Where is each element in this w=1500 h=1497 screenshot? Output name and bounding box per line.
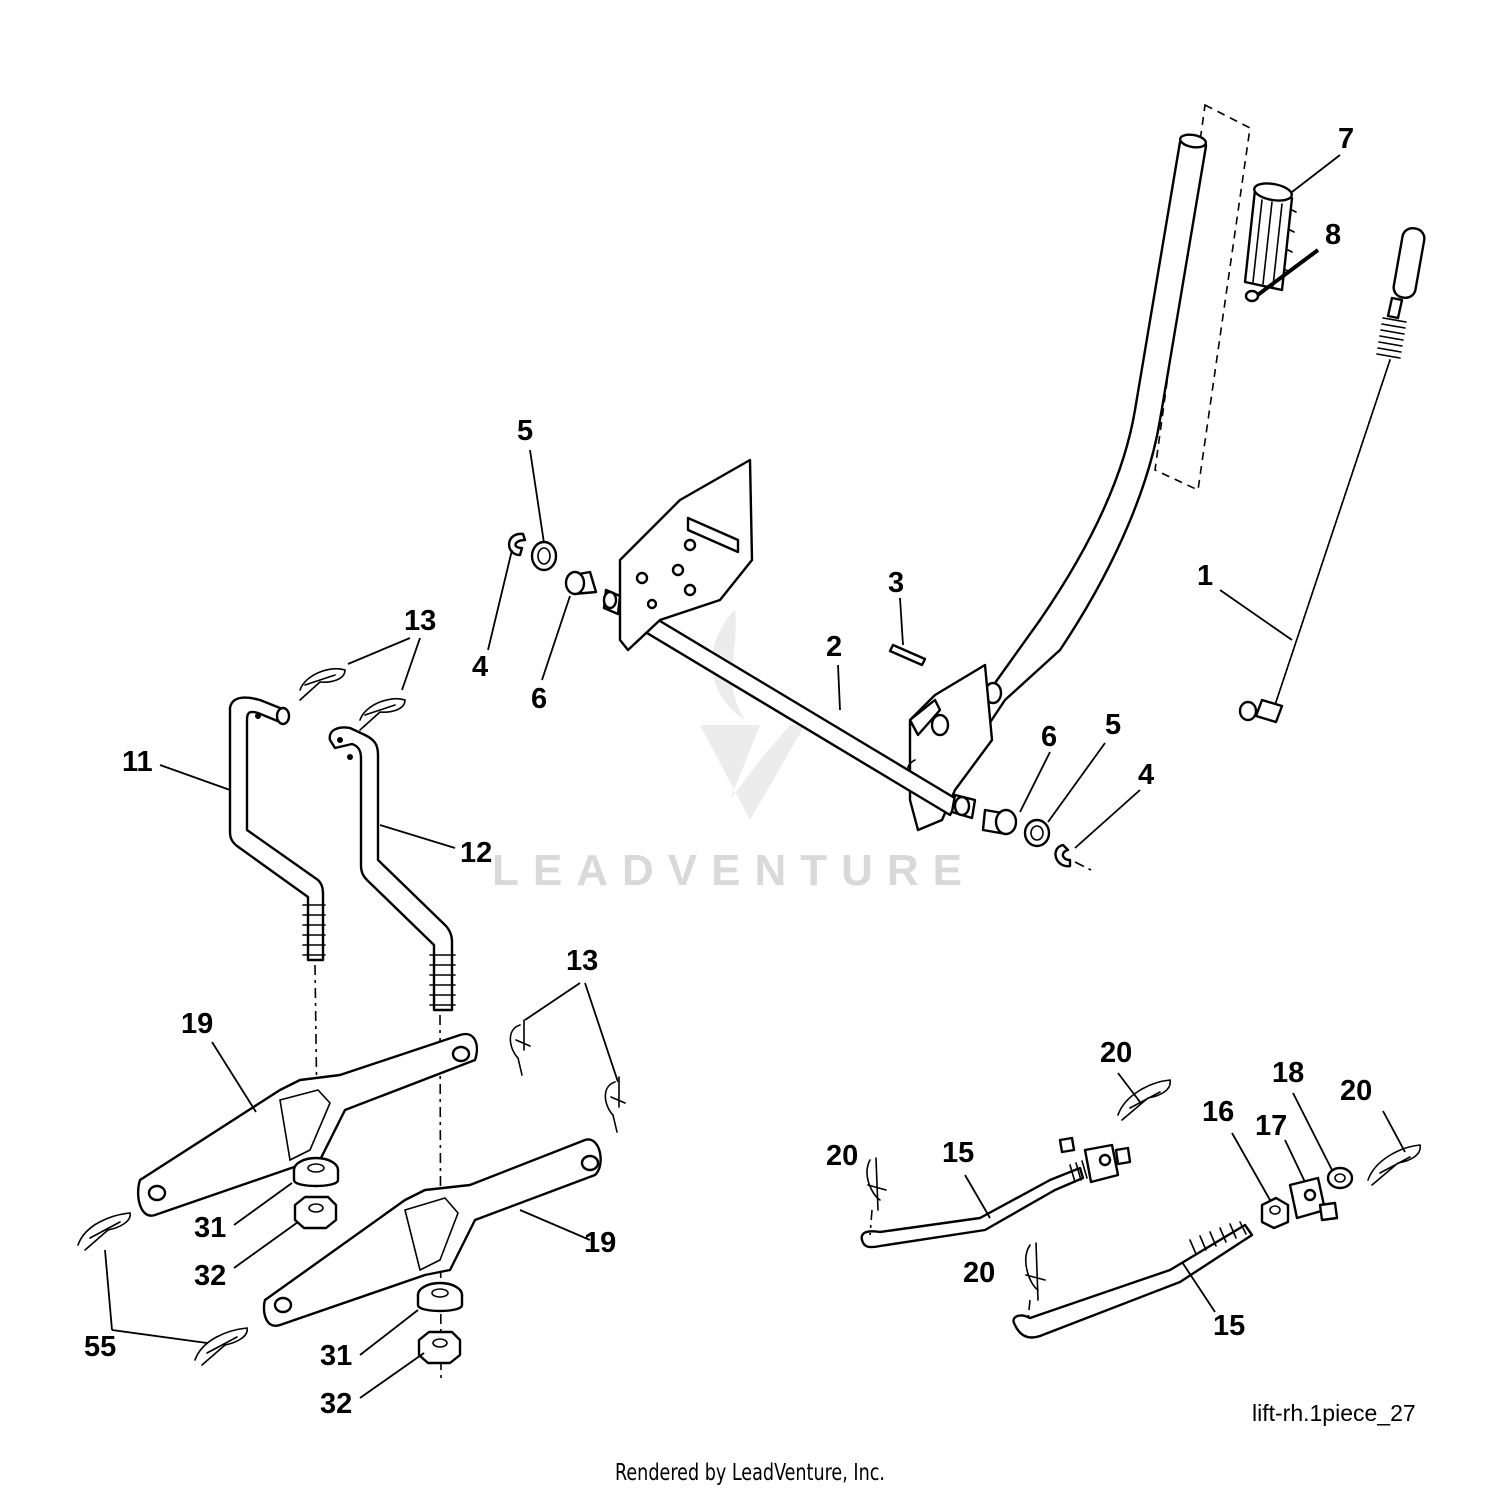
handle-outline bbox=[1154, 103, 1251, 492]
callout-18: 18 bbox=[1272, 1057, 1304, 1089]
handle-grip bbox=[1243, 182, 1297, 292]
callout-20-right: 20 bbox=[1340, 1075, 1372, 1107]
callout-31-right: 31 bbox=[320, 1340, 352, 1372]
callout-7: 7 bbox=[1338, 123, 1354, 155]
roll-pin bbox=[888, 643, 927, 667]
callout-6-right: 6 bbox=[1041, 721, 1057, 753]
callout-20-top: 20 bbox=[1100, 1037, 1132, 1069]
adjust-rod-lower bbox=[1012, 1221, 1254, 1339]
callout-4-left: 4 bbox=[472, 651, 488, 683]
callout-labels: 7 8 1 2 3 5 4 6 6 5 4 13 11 12 13 19 19 … bbox=[84, 123, 1372, 1420]
callout-13-side: 13 bbox=[566, 945, 598, 977]
callout-15-lower: 15 bbox=[1213, 1310, 1245, 1342]
callout-2: 2 bbox=[826, 631, 842, 663]
callout-12: 12 bbox=[460, 837, 492, 869]
nut-right bbox=[417, 1330, 462, 1365]
spacer-left bbox=[292, 1156, 340, 1188]
watermark-text: LEADVENTURE bbox=[492, 846, 976, 895]
spacer-right bbox=[416, 1281, 464, 1313]
callout-13-top: 13 bbox=[404, 605, 436, 637]
adjust-rod-upper bbox=[860, 1160, 1088, 1249]
callout-3: 3 bbox=[888, 567, 904, 599]
callout-5-left: 5 bbox=[517, 415, 533, 447]
nut-left bbox=[293, 1195, 338, 1230]
callout-1: 1 bbox=[1197, 560, 1213, 592]
callout-17: 17 bbox=[1255, 1110, 1287, 1142]
hairpin-clip-top bbox=[299, 668, 406, 731]
hairpin-clip-55 bbox=[77, 1212, 248, 1366]
right-shaft-hardware bbox=[950, 793, 1096, 873]
adjust-block bbox=[1288, 1176, 1339, 1222]
lift-arm-upper bbox=[136, 1032, 479, 1217]
hairpin-clip-side bbox=[509, 1019, 626, 1133]
lift-arm-lower bbox=[262, 1138, 602, 1327]
adjust-nut bbox=[1260, 1196, 1290, 1230]
centerline-right bbox=[439, 1014, 442, 1379]
callout-15-upper: 15 bbox=[942, 1137, 974, 1169]
diagram-caption: lift-rh.1piece_27 bbox=[1252, 1400, 1416, 1426]
callout-31-left: 31 bbox=[194, 1212, 226, 1244]
mounting-plate bbox=[618, 458, 754, 652]
callout-16: 16 bbox=[1202, 1096, 1234, 1128]
callout-19-lower: 19 bbox=[584, 1227, 616, 1259]
adjust-block-upper bbox=[1058, 1136, 1132, 1184]
callout-19-upper: 19 bbox=[181, 1008, 213, 1040]
footer-credit: Rendered by LeadVenture, Inc. bbox=[615, 1460, 885, 1486]
callout-8: 8 bbox=[1325, 219, 1341, 251]
callout-20-left: 20 bbox=[826, 1140, 858, 1172]
left-shaft-hardware bbox=[507, 532, 622, 616]
lift-cable bbox=[1238, 227, 1426, 724]
lift-shaft bbox=[633, 609, 960, 817]
callout-4-right: 4 bbox=[1138, 759, 1154, 791]
callout-5-right: 5 bbox=[1105, 709, 1121, 741]
callout-20-lower: 20 bbox=[963, 1257, 995, 1289]
lift-link-left bbox=[228, 696, 326, 962]
hairpin-clip-20 bbox=[866, 1079, 1421, 1321]
callout-6-left: 6 bbox=[531, 683, 547, 715]
leader-lines bbox=[104, 154, 1406, 1399]
lift-link-right bbox=[328, 726, 456, 1012]
callout-32-right: 32 bbox=[320, 1388, 352, 1420]
grip-pin bbox=[1244, 248, 1320, 303]
callout-55: 55 bbox=[84, 1331, 116, 1363]
callout-32-left: 32 bbox=[194, 1260, 226, 1292]
ferrule bbox=[1326, 1166, 1354, 1190]
callout-11: 11 bbox=[122, 746, 153, 778]
